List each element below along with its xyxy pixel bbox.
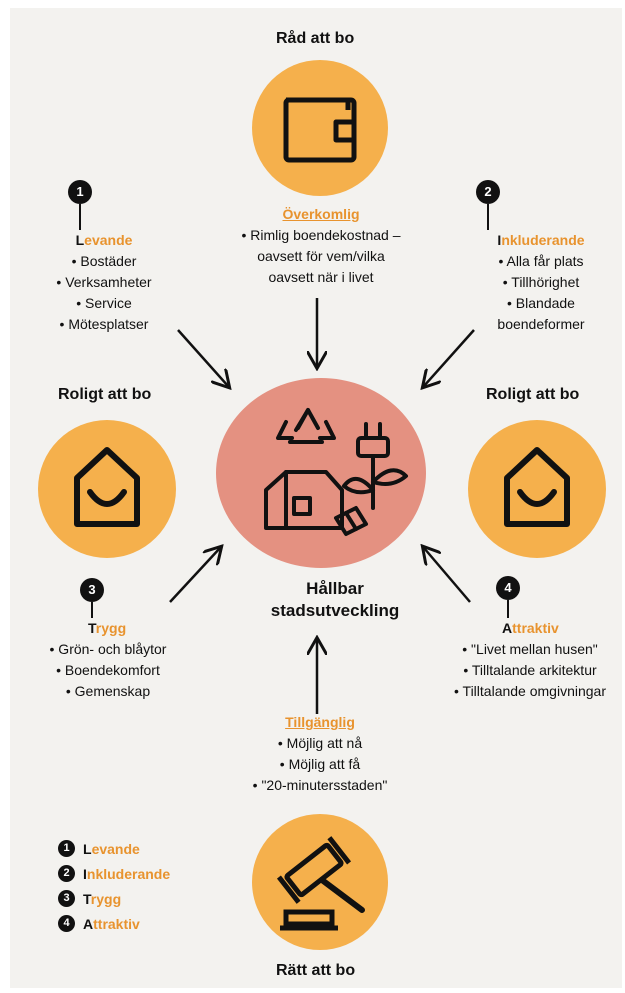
center-label-line1: Hållbar bbox=[306, 579, 364, 598]
block-overkomlig: Överkomlig • Rimlig boendekostnad – oavs… bbox=[210, 204, 432, 288]
list-item: • Grön- och blåytor bbox=[49, 641, 167, 657]
legend-number: 4 bbox=[58, 915, 75, 932]
stem-1 bbox=[79, 204, 81, 230]
stem-4 bbox=[507, 600, 509, 618]
block-inkluderande: Inkluderande • Alla får plats • Tillhöri… bbox=[472, 230, 610, 335]
stem-2 bbox=[487, 204, 489, 230]
list-item: • Tilltalande arkitektur bbox=[463, 662, 597, 678]
list-item: • "Livet mellan husen" bbox=[462, 641, 598, 657]
arrow-bottom-left bbox=[169, 548, 220, 603]
list-item: • Alla får plats bbox=[498, 253, 584, 269]
number-badge-4: 4 bbox=[496, 576, 520, 600]
gavel-circle bbox=[252, 814, 388, 950]
list-item: • Mötesplatser bbox=[59, 316, 149, 332]
block-levande-heading: Levande bbox=[75, 232, 133, 248]
smiling-house-icon bbox=[504, 447, 570, 527]
number-badge-2: 2 bbox=[476, 180, 500, 204]
title-ratt-att-bo: Rätt att bo bbox=[276, 962, 356, 979]
arrow-top-right bbox=[424, 329, 475, 386]
gavel-icon bbox=[276, 836, 365, 931]
list-item: oavsett när i livet bbox=[268, 269, 374, 285]
block-attraktiv: Attraktiv • "Livet mellan husen" • Tillt… bbox=[438, 618, 622, 702]
sustainable-city-icon bbox=[264, 408, 408, 536]
legend-item: 3 Trygg bbox=[58, 886, 170, 911]
block-tillganglig: Tillgänglig • Möjlig att nå • Möjlig att… bbox=[220, 712, 420, 796]
list-item: oavsett för vem/vilka bbox=[257, 248, 385, 264]
list-item: • Möjlig att få bbox=[279, 756, 361, 772]
legend-label: Trygg bbox=[83, 890, 122, 907]
list-item: boendeformer bbox=[497, 316, 585, 332]
number-badge-1: 1 bbox=[68, 180, 92, 204]
arrow-top-left bbox=[177, 329, 228, 386]
legend-item: 2 Inkluderande bbox=[58, 861, 170, 886]
list-item: • Tillhörighet bbox=[502, 274, 580, 290]
legend-label: Levande bbox=[83, 840, 140, 857]
list-item: • Rimlig boendekostnad – bbox=[241, 227, 401, 243]
title-rad-att-bo: Råd att bo bbox=[276, 30, 355, 47]
smiling-house-icon bbox=[74, 447, 140, 527]
legend-item: 4 Attraktiv bbox=[58, 911, 170, 936]
number-badge-3: 3 bbox=[80, 578, 104, 602]
list-item: • Gemenskap bbox=[65, 683, 151, 699]
block-levande: Levande • Bostäder • Verksamheter • Serv… bbox=[38, 230, 170, 335]
list-item: • Tilltalande omgivningar bbox=[454, 683, 606, 699]
list-item: • Möjlig att nå bbox=[277, 735, 363, 751]
center-circle bbox=[216, 378, 426, 568]
legend: 1 Levande 2 Inkluderande 3 Trygg 4 Attra… bbox=[58, 836, 170, 936]
legend-item: 1 Levande bbox=[58, 836, 170, 861]
block-tillganglig-heading: Tillgänglig bbox=[285, 714, 355, 730]
legend-label: Attraktiv bbox=[83, 915, 140, 932]
title-roligt-att-bo-left: Roligt att bo bbox=[58, 386, 152, 403]
list-item: • Boendekomfort bbox=[56, 662, 160, 678]
wallet-icon bbox=[283, 97, 357, 163]
legend-number: 1 bbox=[58, 840, 75, 857]
legend-number: 2 bbox=[58, 865, 75, 882]
title-roligt-att-bo-right: Roligt att bo bbox=[486, 386, 580, 403]
block-trygg: Trygg • Grön- och blåytor • Boendekomfor… bbox=[26, 618, 190, 702]
block-attraktiv-heading: Attraktiv bbox=[502, 620, 559, 636]
smiling-house-circle-right bbox=[468, 420, 606, 558]
arrow-bottom-right bbox=[424, 548, 471, 603]
arrows bbox=[169, 298, 475, 714]
infographic: Råd att bo Roligt att bo Roligt att bo bbox=[10, 8, 622, 988]
legend-label: Inkluderande bbox=[83, 865, 171, 882]
center-label: Hållbar stadsutveckling bbox=[240, 578, 430, 622]
list-item: • "20-minutersstaden" bbox=[252, 777, 388, 793]
legend-number: 3 bbox=[58, 890, 75, 907]
list-item: • Blandade bbox=[507, 295, 575, 311]
block-overkomlig-heading: Överkomlig bbox=[282, 206, 360, 222]
list-item: • Bostäder bbox=[71, 253, 137, 269]
center-label-line2: stadsutveckling bbox=[270, 601, 400, 620]
stem-3 bbox=[91, 602, 93, 618]
wallet-circle bbox=[252, 60, 388, 196]
block-trygg-heading: Trygg bbox=[88, 620, 127, 636]
block-inkluderande-heading: Inkluderande bbox=[497, 232, 585, 248]
smiling-house-circle-left bbox=[38, 420, 176, 558]
list-item: • Service bbox=[76, 295, 132, 311]
list-item: • Verksamheter bbox=[56, 274, 152, 290]
